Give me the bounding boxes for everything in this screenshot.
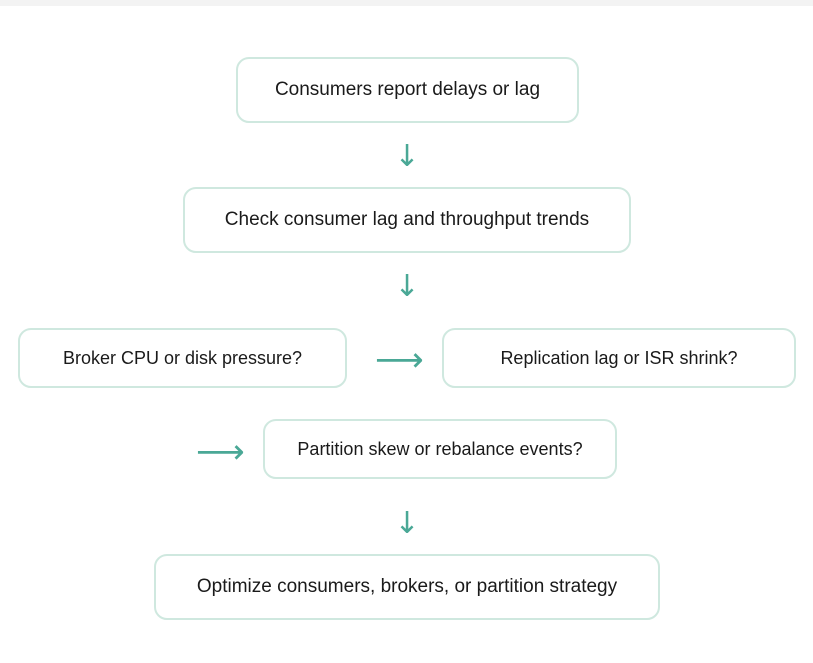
node-label: Check consumer lag and throughput trends: [224, 209, 590, 230]
node-partition-skew-check: Partition skew or rebalance events?: [263, 419, 617, 479]
node-label: Broker CPU or disk pressure?: [62, 347, 303, 368]
node-check-consumer-lag: Check consumer lag and throughput trends: [183, 187, 631, 253]
arrow-right-icon: ⟶: [196, 432, 245, 472]
top-strip: [0, 0, 813, 6]
node-label: Partition skew or rebalance events?: [297, 438, 583, 459]
node-optimize-strategy: Optimize consumers, brokers, or partitio…: [154, 554, 660, 620]
node-label: Replication lag or ISR shrink?: [500, 347, 738, 368]
node-replication-lag-check: Replication lag or ISR shrink?: [442, 328, 796, 388]
node-broker-pressure-check: Broker CPU or disk pressure?: [18, 328, 347, 388]
node-label: Consumers report delays or lag: [274, 79, 541, 100]
arrow-down-icon: ↓: [394, 506, 420, 541]
arrow-right-icon: ⟶: [375, 340, 424, 380]
node-consumers-report-delays: Consumers report delays or lag: [236, 57, 579, 123]
node-label: Optimize consumers, brokers, or partitio…: [196, 576, 618, 597]
arrow-down-icon: ↓: [394, 139, 420, 174]
arrow-down-icon: ↓: [394, 269, 420, 304]
